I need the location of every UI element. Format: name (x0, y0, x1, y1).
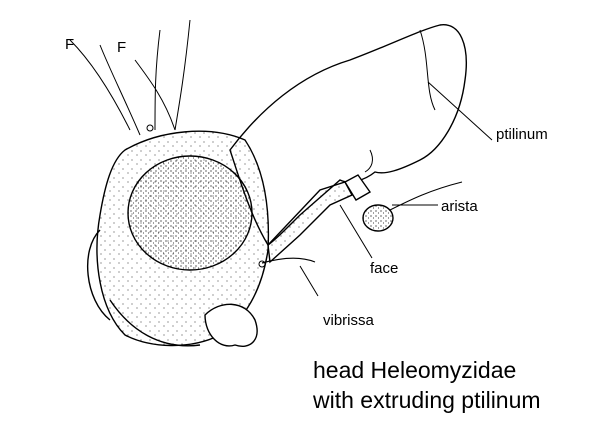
label-ptilinum: ptilinum (496, 126, 548, 143)
antenna (344, 174, 372, 201)
arista-bristle (389, 181, 463, 211)
label-f1: F (65, 36, 75, 53)
thorax-outline (87, 229, 111, 321)
face (267, 181, 353, 264)
mouthparts (204, 303, 258, 347)
label-vibrissa: vibrissa (323, 312, 374, 329)
caption-line-2: with extruding ptilinum (313, 387, 541, 413)
vibrissa-bristle (261, 257, 316, 264)
label-arista: arista (441, 198, 478, 215)
compound-eye (127, 155, 253, 271)
label-f2: F (117, 39, 127, 56)
caption-line-1: head Heleomyzidae (313, 357, 517, 383)
label-face: face (370, 260, 399, 277)
leader-lines (299, 81, 493, 297)
